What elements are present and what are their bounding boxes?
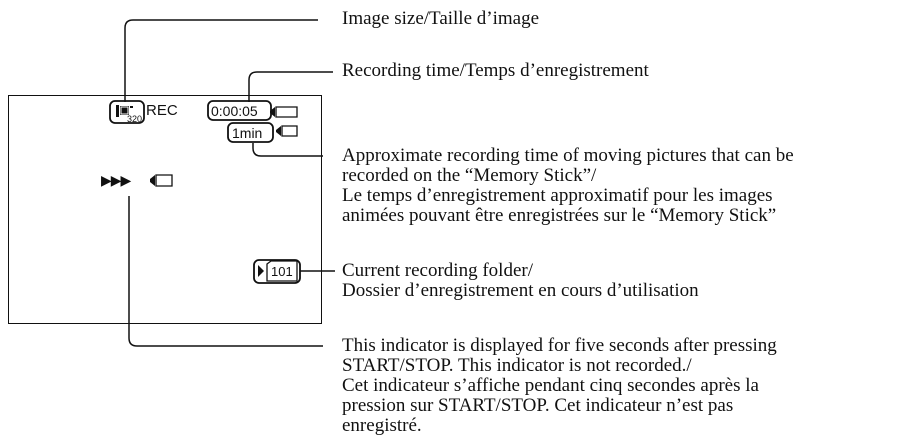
- callout-line: Recording time/Temps d’enregistrement: [342, 60, 649, 81]
- camera-screen: [8, 95, 322, 324]
- memory-stick-icon: [150, 174, 173, 187]
- callout-line: This indicator is displayed for five sec…: [342, 335, 777, 356]
- play-arrows-icon: ▶▶▶: [101, 172, 131, 188]
- callout-line: Cet indicateur s’affiche pendant cinq se…: [342, 375, 759, 396]
- callout-line: START/STOP. This indicator is not record…: [342, 355, 692, 376]
- callout-line: pression sur START/STOP. Cet indicateur …: [342, 395, 734, 416]
- callout-indicator: This indicator is displayed for five sec…: [342, 336, 777, 436]
- callout-line: Dossier d’enregistrement en cours d’util…: [342, 280, 699, 301]
- remaining-time-value: 1min: [232, 125, 263, 141]
- callout-recording-time: Recording time/Temps d’enregistrement: [342, 61, 649, 81]
- leader-approx-time: [252, 143, 323, 157]
- callout-line: enregistré.: [342, 415, 422, 436]
- callout-line: animées pouvant être enregistrées sur le…: [342, 205, 777, 226]
- callout-line: Le temps d’enregistrement approximatif p…: [342, 185, 773, 206]
- rec-label: REC: [146, 102, 178, 119]
- image-size-icon: [116, 105, 133, 117]
- remaining-time-highlight: [227, 122, 274, 143]
- folder-highlight: [253, 259, 301, 284]
- callout-line: Approximate recording time of moving pic…: [342, 145, 794, 166]
- callout-folder: Current recording folder/ Dossier d’enre…: [342, 261, 699, 301]
- folder-number: 101: [271, 264, 293, 279]
- callout-image-size: Image size/Taille d’image: [342, 9, 539, 29]
- callout-line: Image size/Taille d’image: [342, 8, 540, 29]
- image-size-highlight: [109, 100, 145, 124]
- recording-time-value: 0:00:05: [211, 103, 258, 119]
- memory-stick-icon: [270, 106, 298, 118]
- callout-approx-time: Approximate recording time of moving pic…: [342, 146, 794, 226]
- image-size-value: 320: [127, 114, 143, 124]
- leader-recording-time: [248, 71, 333, 102]
- folder-icon: [258, 260, 298, 282]
- callout-line: Current recording folder/: [342, 260, 533, 281]
- leader-indicator: [128, 196, 323, 347]
- memory-stick-icon: [276, 125, 298, 137]
- leader-image-size: [124, 19, 318, 102]
- callout-line: recorded on the “Memory Stick”/: [342, 165, 597, 186]
